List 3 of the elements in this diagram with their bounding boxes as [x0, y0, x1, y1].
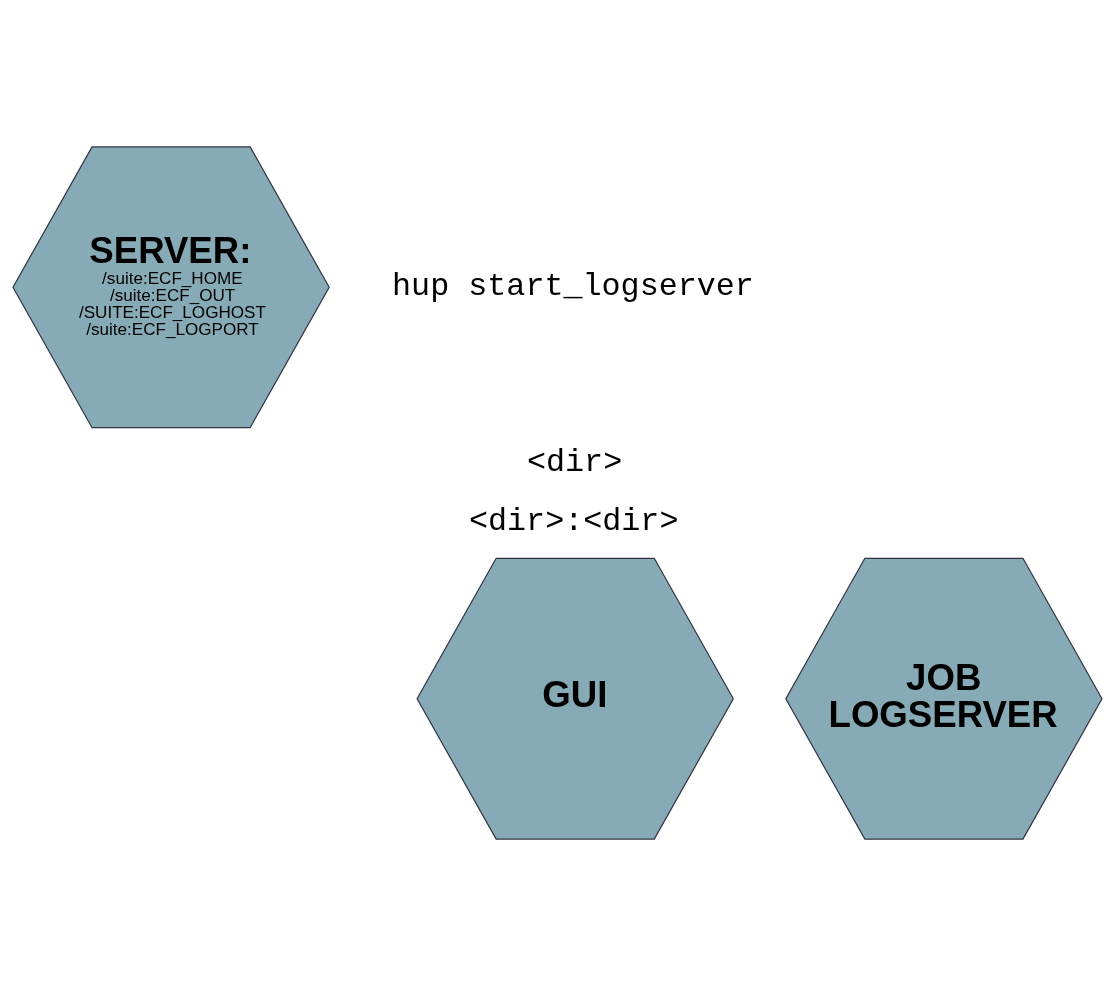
label: <dir>: [526, 445, 623, 482]
label: hup start_logserver: [392, 268, 754, 305]
label: <dir>:<dir>: [468, 503, 679, 540]
